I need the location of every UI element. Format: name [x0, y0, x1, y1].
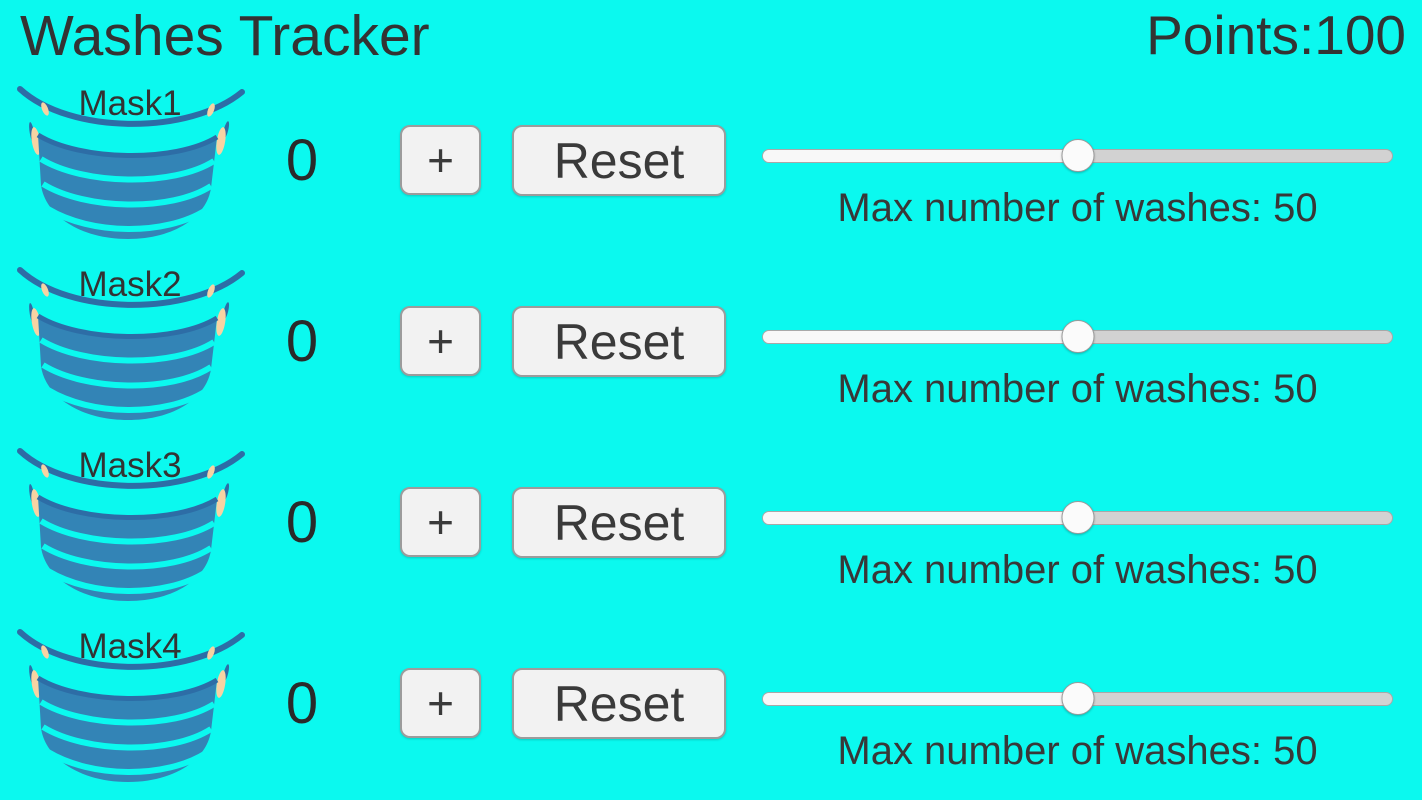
slider-fill — [763, 150, 1078, 162]
max-washes-label: Max number of washes: 50 — [837, 367, 1318, 411]
mask-icon: Mask3 — [15, 445, 245, 607]
mask-label: Mask1 — [78, 84, 182, 123]
max-washes-slider[interactable] — [762, 139, 1393, 173]
slider-thumb[interactable] — [1061, 501, 1094, 534]
slider-thumb[interactable] — [1061, 320, 1094, 353]
mask-icon: Mask2 — [15, 264, 245, 426]
mask-row: Mask4 0 + Reset Max number of washes: 50 — [0, 626, 1422, 800]
mask-row: Mask2 0 + Reset Max number of washes: 50 — [0, 264, 1422, 445]
reset-button[interactable]: Reset — [512, 487, 726, 558]
reset-button[interactable]: Reset — [512, 306, 726, 377]
wash-count: 0 — [285, 309, 319, 374]
reset-button[interactable]: Reset — [512, 125, 726, 196]
increment-button[interactable]: + — [400, 125, 481, 195]
points-label: Points: — [1146, 4, 1315, 66]
max-washes-label: Max number of washes: 50 — [837, 548, 1318, 592]
mask-row: Mask3 0 + Reset Max number of washes: 50 — [0, 445, 1422, 626]
increment-button[interactable]: + — [400, 668, 481, 738]
slider-thumb[interactable] — [1061, 139, 1094, 172]
slider-thumb[interactable] — [1061, 682, 1094, 715]
slider-fill — [763, 693, 1078, 705]
mask-row: Mask1 0 + Reset Max number of washes: 50 — [0, 83, 1422, 264]
mask-label: Mask4 — [78, 627, 182, 666]
wash-count: 0 — [285, 490, 319, 555]
mask-label: Mask2 — [78, 265, 182, 304]
increment-button[interactable]: + — [400, 306, 481, 376]
wash-count: 0 — [285, 128, 319, 193]
points-value: 100 — [1314, 4, 1406, 66]
max-washes-slider[interactable] — [762, 682, 1393, 716]
points-display: Points:100 — [1146, 4, 1406, 66]
mask-icon: Mask1 — [15, 83, 245, 245]
mask-label: Mask3 — [78, 446, 182, 485]
slider-fill — [763, 331, 1078, 343]
max-washes-label: Max number of washes: 50 — [837, 729, 1318, 773]
max-washes-slider[interactable] — [762, 501, 1393, 535]
reset-button[interactable]: Reset — [512, 668, 726, 739]
slider-fill — [763, 512, 1078, 524]
page-title: Washes Tracker — [20, 4, 430, 68]
max-washes-slider[interactable] — [762, 320, 1393, 354]
mask-icon: Mask4 — [15, 626, 245, 788]
max-washes-label: Max number of washes: 50 — [837, 186, 1318, 230]
increment-button[interactable]: + — [400, 487, 481, 557]
wash-count: 0 — [285, 671, 319, 736]
